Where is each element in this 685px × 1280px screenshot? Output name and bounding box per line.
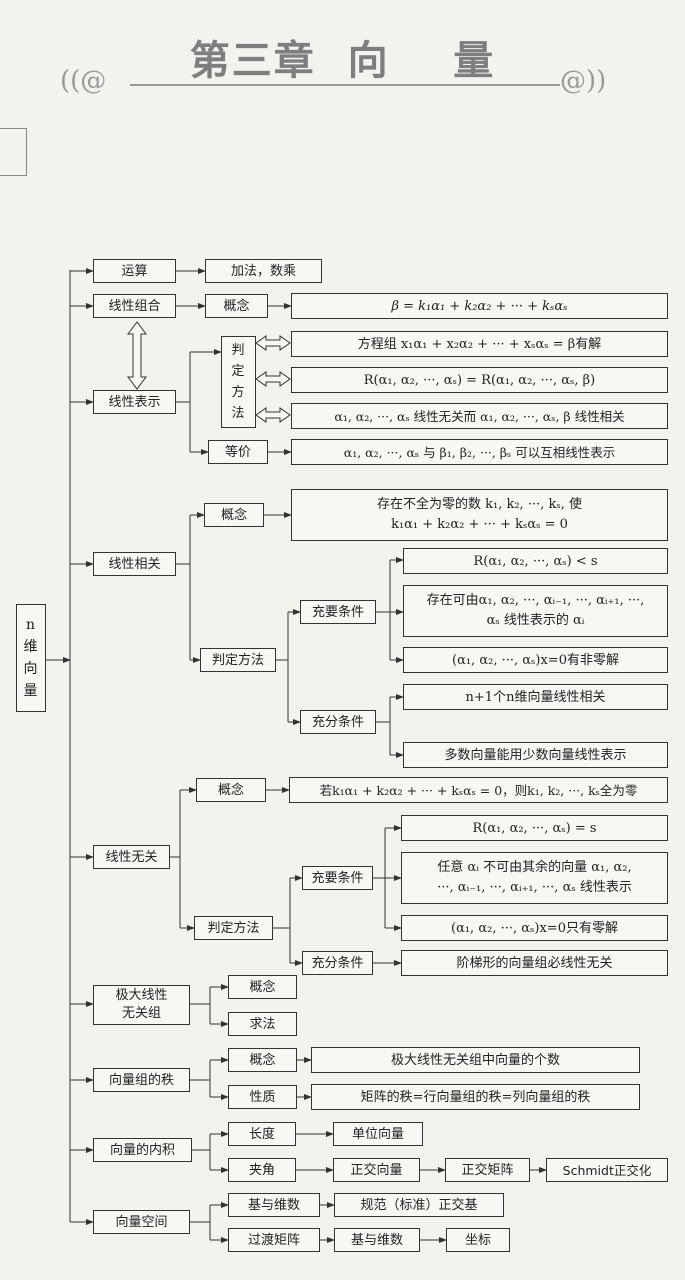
node-rank-of-set: 向量组的秩 bbox=[93, 1068, 190, 1092]
node-vector-space: 向量空间 bbox=[93, 1210, 190, 1234]
node-ld-definition: 存在不全为零的数 k₁, k₂, ···, kₛ, 使 k₁α₁ + k₂α₂ … bbox=[291, 489, 668, 541]
node-ip-angle: 夹角 bbox=[228, 1158, 296, 1182]
node-linear-independence: 线性无关 bbox=[93, 845, 170, 869]
node-li-sufficient: 充分条件 bbox=[302, 951, 373, 975]
node-li-zero-solution: (α₁, α₂, ···, αₛ)x=0只有零解 bbox=[401, 915, 668, 941]
node-vs-basis-dimension: 基与维数 bbox=[228, 1193, 320, 1217]
node-vs-basis-dimension-2: 基与维数 bbox=[334, 1228, 420, 1252]
node-li-criteria: 判定方法 bbox=[194, 916, 273, 940]
node-li-concept: 概念 bbox=[196, 778, 266, 802]
node-linear-dependence: 线性相关 bbox=[93, 552, 176, 576]
node-maximal-independent-set: 极大线性 无关组 bbox=[93, 985, 190, 1025]
node-ld-sufficient: 充分条件 bbox=[300, 710, 376, 734]
node-li-necessary-sufficient: 充要条件 bbox=[302, 866, 373, 890]
node-rank-property: 性质 bbox=[228, 1085, 297, 1109]
node-lr-independent-dependent: α₁, α₂, ···, αₛ 线性无关而 α₁, α₂, ···, αₛ, β… bbox=[291, 403, 668, 429]
chapter-title: 第三章 向 量 bbox=[189, 38, 496, 84]
node-rank-concept: 概念 bbox=[228, 1048, 297, 1072]
node-ld-expressible: 存在可由α₁, α₂, ···, αᵢ₋₁, ···, αᵢ₊₁, ···, α… bbox=[403, 585, 668, 637]
node-ld-more-by-fewer: 多数向量能用少数向量线性表示 bbox=[403, 742, 668, 768]
node-li-echelon: 阶梯形的向量组必线性无关 bbox=[401, 950, 668, 976]
node-mis-concept: 概念 bbox=[228, 975, 297, 999]
node-ip-unit-vector: 单位向量 bbox=[333, 1122, 423, 1146]
node-lr-criteria: 判 定 方 法 bbox=[221, 336, 256, 428]
node-rank-property-text: 矩阵的秩=行向量组的秩=列向量组的秩 bbox=[311, 1084, 640, 1110]
node-operations: 运算 bbox=[93, 259, 176, 283]
node-ld-rank-less: R(α₁, α₂, ···, αₛ) < s bbox=[403, 548, 668, 574]
node-ld-n-plus-one: n+1个n维向量线性相关 bbox=[403, 684, 668, 710]
node-inner-product: 向量的内积 bbox=[93, 1138, 192, 1162]
node-mis-method: 求法 bbox=[228, 1012, 297, 1036]
node-equivalence: 等价 bbox=[208, 440, 268, 464]
node-ld-concept: 概念 bbox=[204, 503, 264, 527]
node-ip-orthogonal-matrix: 正交矩阵 bbox=[445, 1158, 530, 1182]
node-ip-schmidt: Schmidt正交化 bbox=[546, 1158, 668, 1182]
node-ip-length: 长度 bbox=[228, 1122, 296, 1146]
title-underline bbox=[130, 84, 560, 86]
node-lr-equation-solvable: 方程组 x₁α₁ + x₂α₂ + ··· + xₛαₛ = β有解 bbox=[291, 331, 668, 357]
node-ld-nonzero-solution: (α₁, α₂, ···, αₛ)x=0有非零解 bbox=[403, 647, 668, 673]
node-li-definition: 若k₁α₁ + k₂α₂ + ··· + kₛαₛ = 0，则k₁, k₂, ·… bbox=[289, 777, 668, 803]
node-lc-definition: β = k₁α₁ + k₂α₂ + ··· + kₛαₛ bbox=[291, 293, 668, 319]
node-li-rank-equal: R(α₁, α₂, ···, αₛ) = s bbox=[401, 815, 668, 841]
node-linear-combination: 线性组合 bbox=[93, 294, 176, 318]
node-vs-coordinates: 坐标 bbox=[446, 1228, 510, 1252]
node-equivalence-definition: α₁, α₂, ···, αₛ 与 β₁, β₂, ···, βₛ 可以互相线性… bbox=[291, 439, 668, 465]
chapter-side-tab bbox=[0, 128, 27, 176]
right-ornament-icon: @)) bbox=[560, 66, 607, 96]
node-linear-representation: 线性表示 bbox=[93, 390, 176, 414]
node-ld-criteria: 判定方法 bbox=[200, 648, 276, 672]
node-rank-definition: 极大线性无关组中向量的个数 bbox=[311, 1047, 640, 1073]
node-lc-concept: 概念 bbox=[205, 294, 268, 318]
node-li-none-expressible: 任意 αᵢ 不可由其余的向量 α₁, α₂, ···, αᵢ₋₁, ···, α… bbox=[401, 852, 668, 904]
node-ip-orthogonal-vector: 正交向量 bbox=[333, 1158, 420, 1182]
node-ld-necessary-sufficient: 充要条件 bbox=[300, 600, 376, 624]
node-vs-transition-matrix: 过渡矩阵 bbox=[228, 1228, 320, 1252]
node-lr-rank-equal: R(α₁, α₂, ···, αₛ) = R(α₁, α₂, ···, αₛ, … bbox=[291, 367, 668, 393]
node-addition-scalar: 加法，数乘 bbox=[205, 259, 322, 283]
root-n-dim-vector: n 维 向 量 bbox=[16, 604, 46, 712]
node-vs-orthonormal-basis: 规范（标准）正交基 bbox=[334, 1193, 504, 1217]
left-ornament-icon: ((@ bbox=[60, 66, 107, 96]
